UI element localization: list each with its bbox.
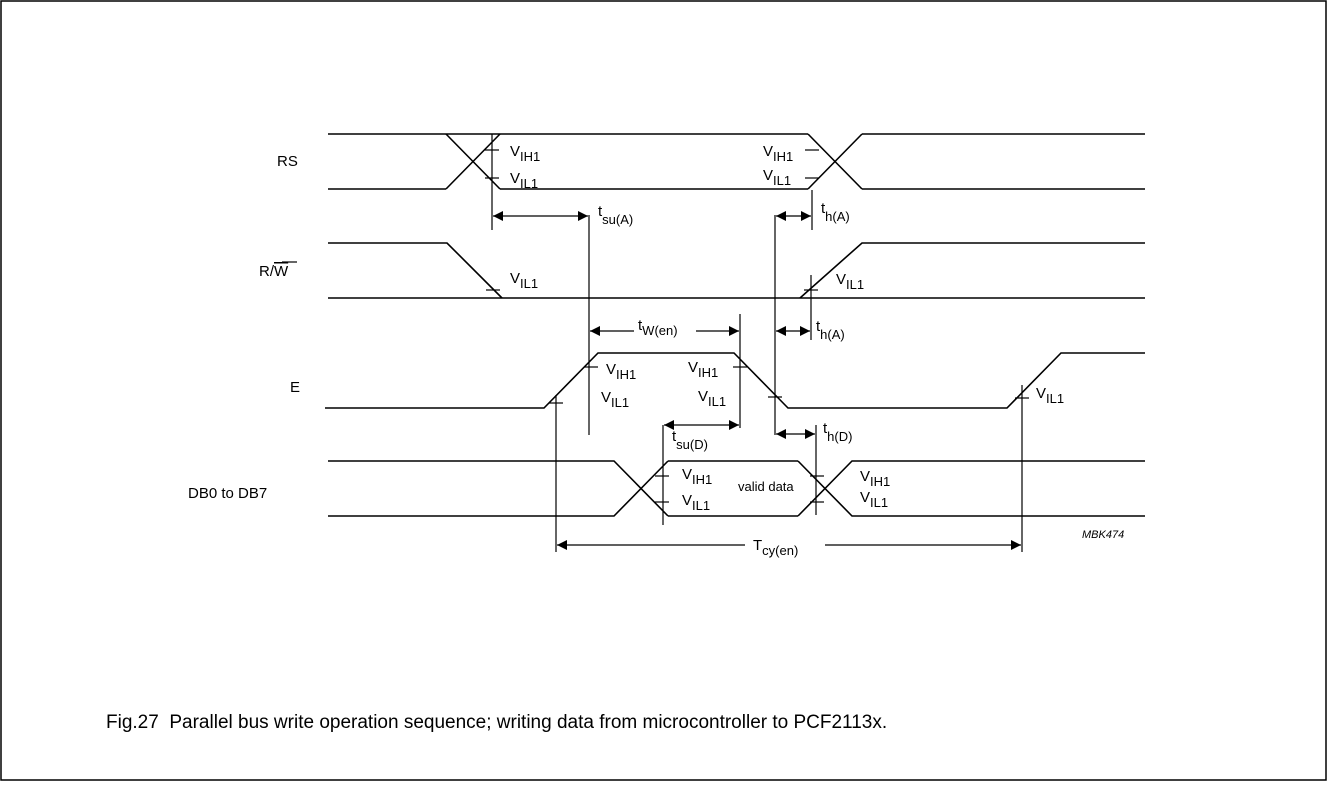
db-vih1-right: VIH1	[860, 468, 890, 489]
db-vil1-left: VIL1	[682, 492, 710, 513]
e-vih1-left: VIH1	[606, 361, 636, 382]
db-vih1-left: VIH1	[682, 466, 712, 487]
valid-data-label: valid data	[738, 479, 794, 494]
e-vil1-rising: VIL1	[1036, 385, 1064, 406]
tsu-a-label: tsu(A)	[598, 203, 633, 227]
rs-vih1-right: VIH1	[763, 143, 793, 164]
tcy-en-label: Tcy(en)	[753, 537, 798, 558]
figure-code: MBK474	[1082, 529, 1124, 541]
rs-vil1-left: VIL1	[510, 170, 538, 191]
tsu-d-label: tsu(D)	[672, 428, 708, 452]
rw-vil1-right: VIL1	[836, 271, 864, 292]
threshold-ticks	[485, 149, 1029, 503]
signal-label-e: E	[290, 379, 300, 396]
tw-en-label: tW(en)	[638, 317, 678, 338]
rs-waveform	[328, 133, 1145, 190]
th-a-rs-label: th(A)	[821, 200, 850, 224]
rw-vil1-left: VIL1	[510, 270, 538, 291]
th-a-rw-label: th(A)	[816, 318, 845, 342]
rs-vih1-left: VIH1	[510, 143, 540, 164]
e-vil1-right: VIL1	[698, 388, 726, 409]
signal-label-rs: RS	[277, 153, 298, 170]
e-vih1-right: VIH1	[688, 359, 718, 380]
e-vil1-left: VIL1	[601, 389, 629, 410]
e-waveform	[325, 352, 1145, 409]
rw-waveform	[328, 242, 1145, 299]
db-vil1-right: VIL1	[860, 489, 888, 510]
signal-label-rw: R/W	[259, 263, 289, 280]
figure-caption: Fig.27 Parallel bus write operation sequ…	[106, 712, 888, 733]
signal-label-db: DB0 to DB7	[188, 485, 267, 502]
th-d-label: th(D)	[823, 420, 852, 444]
rs-vil1-right: VIL1	[763, 167, 791, 188]
